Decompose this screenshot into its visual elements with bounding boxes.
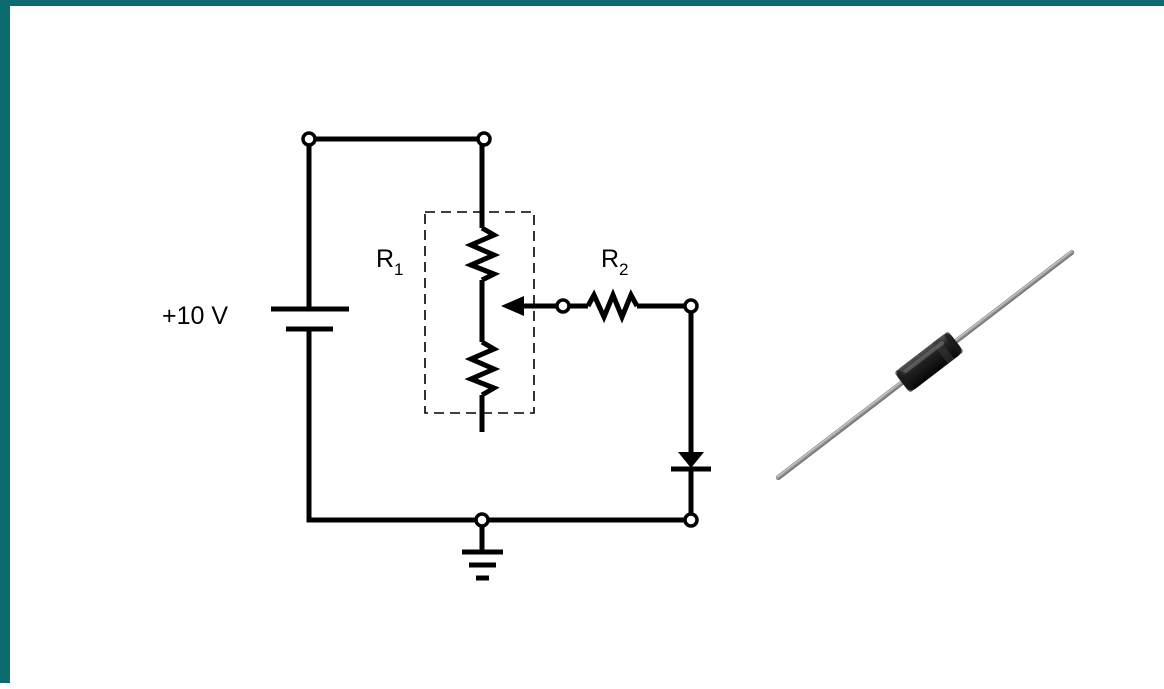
terminal-node (476, 131, 492, 147)
circuit-figure: +10 V R 1 R 2 (162, 131, 1075, 581)
terminal-node (474, 512, 490, 528)
wiper-arrow (501, 296, 559, 316)
r2-subscript: 2 (619, 260, 628, 279)
diode-cathode-band (932, 338, 955, 364)
r2-label: R (601, 245, 619, 273)
diode-symbol (671, 452, 711, 472)
ground-symbol (462, 520, 503, 581)
terminal-node (683, 512, 699, 528)
terminal-node (555, 298, 571, 314)
potentiometer-boundary (424, 211, 535, 414)
diode-lead-right (953, 249, 1075, 344)
diode-lead-left (775, 380, 905, 481)
resistor-r1-upper (464, 225, 501, 283)
terminal-node (683, 298, 699, 314)
battery-voltage-label: +10 V (162, 302, 228, 330)
r1-subscript: 1 (394, 260, 403, 279)
r1-label: R (376, 245, 394, 273)
battery-symbol (271, 306, 349, 332)
resistor-r1-lower (464, 339, 501, 398)
resistor-r2 (585, 288, 640, 324)
diode-photo (775, 249, 1075, 481)
circuit-schematic: +10 V R 1 R 2 (162, 131, 711, 581)
terminal-node (301, 131, 317, 147)
wire-left-lower (306, 329, 691, 523)
